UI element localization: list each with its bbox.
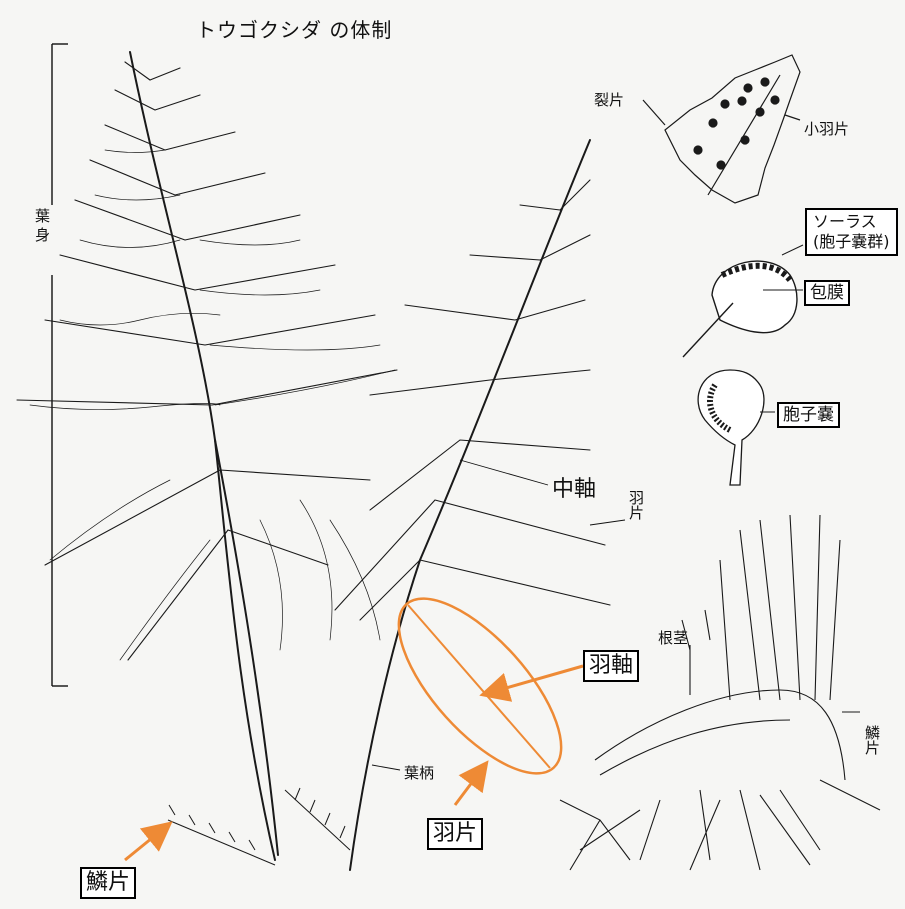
label-pinnule: 小羽片	[804, 118, 849, 139]
rhizome-drawing	[560, 515, 880, 870]
label-pinna-axis: 羽軸	[583, 650, 639, 682]
label-pinna-bottom: 羽片	[427, 818, 483, 850]
label-rachis: 中軸	[552, 471, 596, 503]
label-sorus: ソーラス (胞子嚢群)	[805, 208, 898, 256]
label-stipe: 葉柄	[404, 762, 434, 783]
label-scale-bottom: 鱗片	[80, 867, 136, 899]
sporangium-drawing	[698, 370, 775, 485]
label-scale-right: 鱗片	[862, 725, 883, 755]
leader-lines	[372, 460, 625, 770]
frond-blade-bracket	[52, 44, 68, 686]
label-segment: 裂片	[594, 89, 624, 110]
label-frond-blade: 葉身	[32, 208, 53, 246]
label-indusium: 包膜	[804, 280, 850, 306]
segment-leaf	[643, 55, 800, 203]
label-rhizome: 根茎	[658, 627, 688, 648]
pinna-axis-line	[408, 605, 550, 768]
label-sporangium: 胞子嚢	[777, 402, 840, 428]
left-frond	[17, 52, 397, 860]
sorus-drawing	[683, 245, 803, 357]
stipe-scales	[168, 788, 350, 865]
diagram-title: トウゴクシダ の体制	[196, 14, 392, 43]
label-pinna-right: 羽片	[626, 490, 647, 520]
